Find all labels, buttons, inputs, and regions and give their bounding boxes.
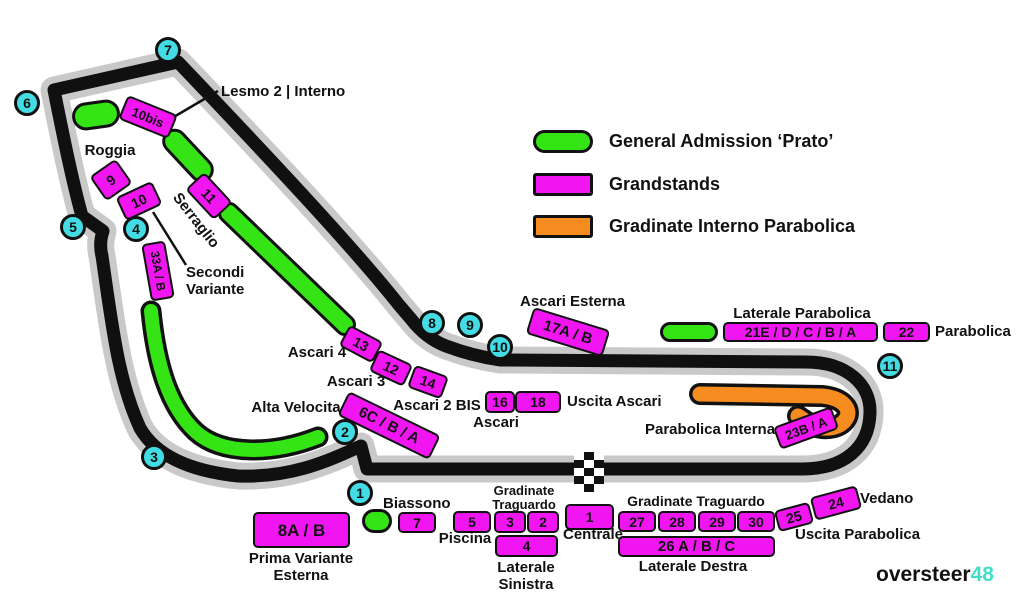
watermark: oversteer48 xyxy=(876,563,994,587)
legend-swatch-general-admission xyxy=(533,130,593,153)
grandstand-3: 3 xyxy=(494,511,526,533)
grandstand-27: 27 xyxy=(618,511,656,532)
prato-area-parabolica xyxy=(660,322,718,342)
turn-marker-9: 9 xyxy=(457,312,483,338)
label-ascari4: Ascari 4 xyxy=(287,344,347,361)
label-laterale-parabolica: Laterale Parabolica xyxy=(733,305,871,322)
label-alta-velocita: Alta Velocita xyxy=(251,399,341,416)
legend-label-gradinate-interno: Gradinate Interno Parabolica xyxy=(609,216,856,236)
finish-line xyxy=(574,452,604,492)
watermark-number: 48 xyxy=(970,563,994,586)
lesmo2-leader-line xyxy=(171,89,219,120)
turn-marker-11: 11 xyxy=(877,353,903,379)
label-lesmo2-interno: Lesmo 2 | Interno xyxy=(221,83,346,100)
legend-swatch-grandstands xyxy=(533,173,593,196)
prato-area-biassono xyxy=(362,509,392,533)
legend-swatch-gradinate-interno xyxy=(533,215,593,238)
grandstand-5: 5 xyxy=(453,511,491,533)
grandstand-28: 28 xyxy=(658,511,696,532)
label-ascari2bis: Ascari 2 BIS xyxy=(393,397,481,414)
label-ascari: Ascari xyxy=(473,414,519,431)
turn-marker-5: 5 xyxy=(60,214,86,240)
label-secondi-variante: Secondi Variante xyxy=(186,264,245,298)
legend-item-gradinate-interno: Gradinate Interno Parabolica xyxy=(533,215,855,238)
secondi-variante-leader-line xyxy=(151,211,188,266)
label-parabolica: Parabolica xyxy=(935,323,1011,340)
grandstand-29: 29 xyxy=(698,511,736,532)
label-ascari3: Ascari 3 xyxy=(326,373,386,390)
general-admission-curve-outline xyxy=(140,300,329,461)
grandstand-2: 2 xyxy=(527,511,559,533)
label-gradinate-traguardo-right: Gradinate Traguardo xyxy=(627,493,765,509)
grandstand-21edcba: 21E / D / C / B / A xyxy=(723,322,878,342)
label-vedano: Vedano xyxy=(860,490,914,507)
grandstand-4: 4 xyxy=(495,535,558,557)
turn-marker-10: 10 xyxy=(487,334,513,360)
grandstand-1: 1 xyxy=(565,504,614,530)
turn-marker-1: 1 xyxy=(347,480,373,506)
label-gradinate-traguardo-left: Gradinate Traguardo xyxy=(492,483,556,512)
legend-label-grandstands: Grandstands xyxy=(609,174,721,194)
grandstand-7: 7 xyxy=(398,512,436,533)
legend-item-grandstands: Grandstands xyxy=(533,173,720,196)
turn-marker-6: 6 xyxy=(14,90,40,116)
grandstand-26abc: 26 A / B / C xyxy=(618,536,775,557)
turn-marker-4: 4 xyxy=(123,216,149,242)
general-admission-curve xyxy=(144,304,325,457)
grandstand-30: 30 xyxy=(737,511,775,532)
label-parabolica-interna: Parabolica Interna xyxy=(645,421,776,438)
grandstand-22: 22 xyxy=(883,322,930,342)
grandstand-8ab: 8A / B xyxy=(253,512,350,548)
turn-marker-7: 7 xyxy=(155,37,181,63)
track-line xyxy=(47,55,877,483)
grandstand-16: 16 xyxy=(485,391,515,413)
label-roggia: Roggia xyxy=(84,142,136,159)
legend-item-general-admission: General Admission ‘Prato’ xyxy=(533,130,833,153)
label-prima-variante-esterna: Prima Variante Esterna xyxy=(248,550,354,584)
turn-marker-2: 2 xyxy=(332,419,358,445)
watermark-name: oversteer xyxy=(876,563,971,586)
label-laterale-sinistra: Laterale Sinistra xyxy=(497,559,555,593)
label-biassono: Biassono xyxy=(383,495,451,512)
label-laterale-destra: Laterale Destra xyxy=(638,558,748,575)
label-piscina: Piscina xyxy=(438,530,492,547)
label-centrale: Centrale xyxy=(563,526,624,543)
label-uscita-parabolica: Uscita Parabolica xyxy=(795,526,921,543)
turn-marker-8: 8 xyxy=(419,310,445,336)
grandstand-18: 18 xyxy=(515,391,561,413)
label-ascari-esterna: Ascari Esterna xyxy=(520,293,626,310)
label-uscita-ascari: Uscita Ascari xyxy=(567,393,662,410)
turn-marker-3: 3 xyxy=(141,444,167,470)
legend-label-general-admission: General Admission ‘Prato’ xyxy=(609,131,834,151)
